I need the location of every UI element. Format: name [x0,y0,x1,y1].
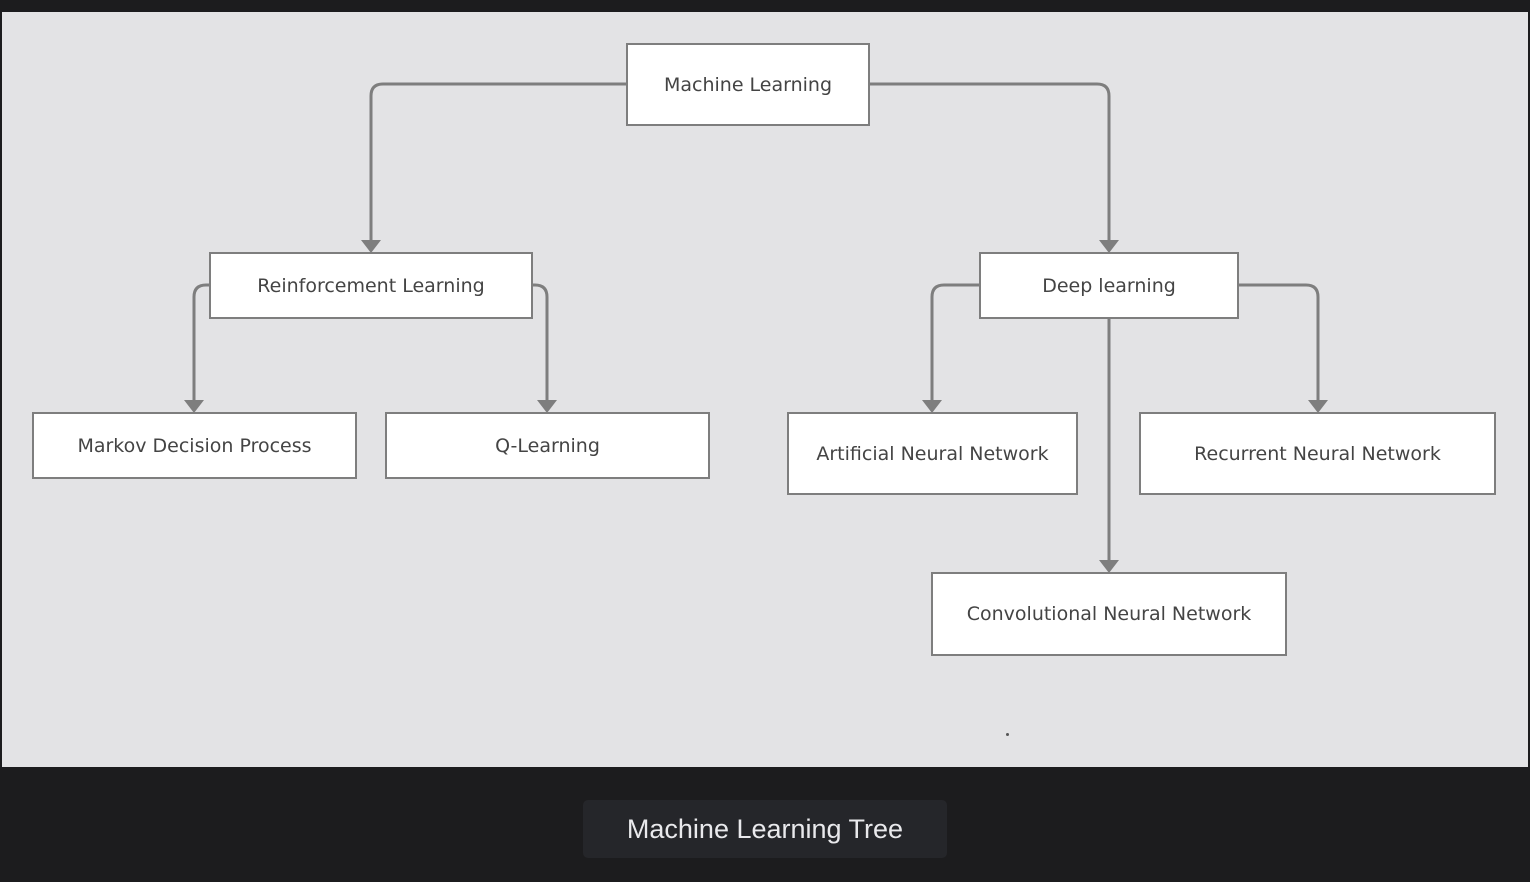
caption-text: Machine Learning Tree [626,813,904,844]
node-artificial-neural-network[interactable]: Artificial Neural Network [787,412,1078,495]
diagram-caption: Machine Learning Tree [583,800,947,858]
node-label: Machine Learning [663,73,833,96]
node-label: Artificial Neural Network [816,442,1049,465]
node-reinforcement-learning[interactable]: Reinforcement Learning [209,252,533,319]
node-q-learning[interactable]: Q-Learning [385,412,710,479]
node-convolutional-neural-network[interactable]: Convolutional Neural Network [931,572,1287,656]
node-label: Convolutional Neural Network [966,603,1252,625]
node-label: Recurrent Neural Network [1194,442,1441,465]
node-label: Markov Decision Process [77,434,312,457]
node-machine-learning[interactable]: Machine Learning [626,43,870,126]
node-label: Reinforcement Learning [257,274,485,297]
node-label: Deep learning [1042,274,1176,297]
node-markov-decision-process[interactable]: Markov Decision Process [32,412,357,479]
node-label: Q-Learning [495,434,600,457]
node-recurrent-neural-network[interactable]: Recurrent Neural Network [1139,412,1496,495]
node-deep-learning[interactable]: Deep learning [979,252,1239,319]
canvas-dot [1006,733,1009,736]
